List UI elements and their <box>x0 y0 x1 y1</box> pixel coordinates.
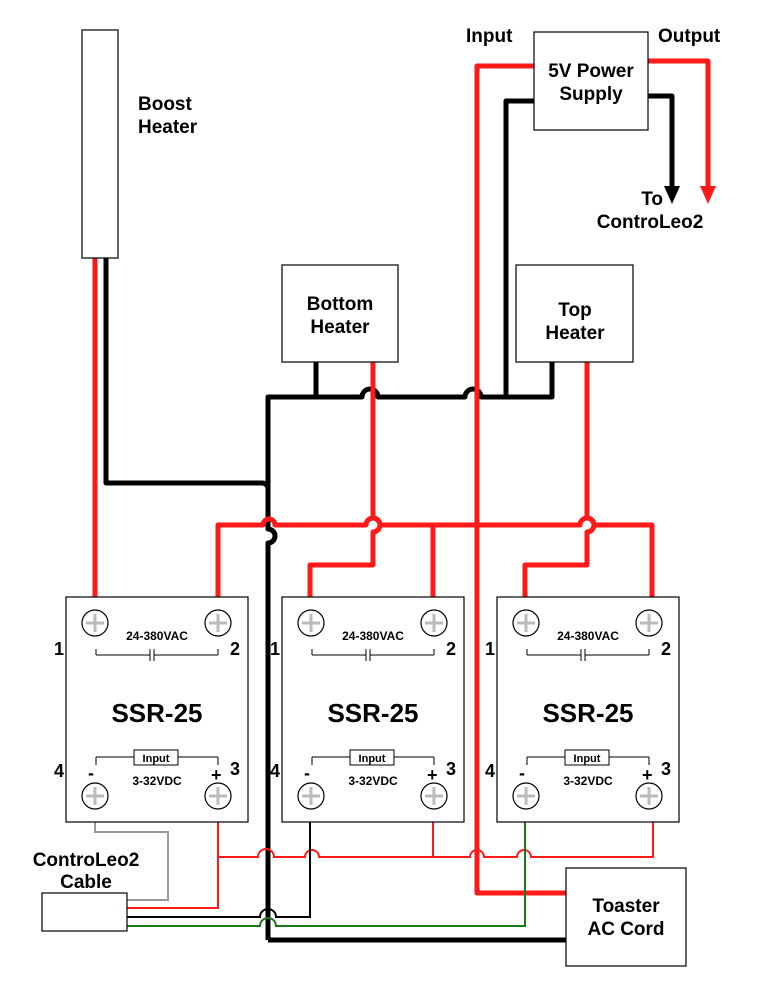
bottom-heater-label-2: Heater <box>310 317 370 338</box>
terminal-4-number: 4 <box>54 761 64 781</box>
ac-rating: 24-380VAC <box>342 629 404 643</box>
terminal-4 <box>81 782 109 810</box>
controleo-cable-label-2: Cable <box>60 872 112 893</box>
cable-green-lead <box>127 798 526 927</box>
terminal-2-number: 2 <box>446 639 456 659</box>
boost-heater-neutral <box>103 258 271 491</box>
terminal-2 <box>635 609 663 637</box>
cable-red-lead <box>127 857 219 909</box>
bottom-heater-wire <box>307 362 383 623</box>
to-controleo-label-1: To <box>641 189 663 210</box>
terminal-1-number: 1 <box>270 639 280 659</box>
hot-line <box>474 63 566 896</box>
terminal-1-number: 1 <box>485 639 495 659</box>
controleo-cable <box>41 892 128 932</box>
ps-neutral <box>503 98 534 397</box>
ssr-model: SSR-25 <box>111 698 202 728</box>
arrow-red <box>700 186 716 204</box>
ac-rating: 24-380VAC <box>557 629 619 643</box>
dc-rating: 3-32VDC <box>563 774 613 788</box>
terminal-4 <box>297 782 325 810</box>
power-supply-output-label: Output <box>658 26 721 47</box>
toaster-cord-label-1: Toaster <box>592 896 660 917</box>
terminal-1 <box>512 609 540 637</box>
terminal-3 <box>635 782 663 810</box>
power-supply-label-2: Supply <box>559 84 623 105</box>
bottom-heater <box>281 264 399 363</box>
power-supply <box>533 31 649 131</box>
to-controleo-label-2: ControLeo2 <box>597 212 704 233</box>
top-heater-label-2: Heater <box>545 323 605 344</box>
terminal-1 <box>297 609 325 637</box>
bottom-heater-label-1: Bottom <box>307 294 373 315</box>
minus-sign: - <box>88 763 94 783</box>
controleo-cable-label-1: ControLeo2 <box>33 850 140 871</box>
power-supply-label-1: 5V Power <box>548 61 634 82</box>
input-label: Input <box>143 753 170 765</box>
top-heater-label-1: Top <box>558 300 591 321</box>
plus-sign: + <box>427 765 438 785</box>
ps-output-black <box>648 93 675 188</box>
ssr-module-2: 24-380VAC 1 2 SSR-25 Input 3-32VDC 4 - +… <box>270 596 465 823</box>
minus-sign: - <box>304 763 310 783</box>
terminal-4 <box>512 782 540 810</box>
arrow-black <box>664 186 680 204</box>
ssr-model: SSR-25 <box>542 698 633 728</box>
terminal-1-number: 1 <box>54 639 64 659</box>
input-label: Input <box>359 753 386 765</box>
top-heater-wire <box>522 362 597 623</box>
terminal-3 <box>420 782 448 810</box>
signal-plus-bus <box>217 798 654 858</box>
boost-heater <box>81 29 119 259</box>
ssr-model: SSR-25 <box>327 698 418 728</box>
cable-black-lead <box>127 798 311 918</box>
terminal-3-number: 3 <box>446 759 456 779</box>
boost-heater-label-2: Heater <box>138 117 198 138</box>
ssr-module-3: 24-380VAC 1 2 SSR-25 Input 3-32VDC 4 - +… <box>485 596 680 823</box>
terminal-4-number: 4 <box>485 761 495 781</box>
terminal-2-number: 2 <box>661 639 671 659</box>
terminal-3-number: 3 <box>230 759 240 779</box>
terminal-1 <box>81 609 109 637</box>
terminal-3 <box>204 782 232 810</box>
terminal-4-number: 4 <box>270 761 280 781</box>
power-supply-input-label: Input <box>466 26 513 47</box>
dc-rating: 3-32VDC <box>132 774 182 788</box>
terminal-3-number: 3 <box>661 759 671 779</box>
dc-rating: 3-32VDC <box>348 774 398 788</box>
input-label: Input <box>574 753 601 765</box>
terminal-2 <box>420 609 448 637</box>
minus-sign: - <box>519 763 525 783</box>
plus-sign: + <box>211 765 222 785</box>
terminal-2 <box>204 609 232 637</box>
toaster-cord-label-2: AC Cord <box>587 919 664 940</box>
ps-output-red <box>648 58 711 188</box>
ssr-module-1: 24-380VAC 1 2 SSR-25 Input 3-32VDC 4 - +… <box>54 596 249 823</box>
ac-rating: 24-380VAC <box>126 629 188 643</box>
terminal-2-number: 2 <box>230 639 240 659</box>
boost-heater-label-1: Boost <box>138 94 193 115</box>
toaster-ac-cord <box>565 867 687 967</box>
plus-sign: + <box>642 765 653 785</box>
top-heater <box>515 264 634 363</box>
